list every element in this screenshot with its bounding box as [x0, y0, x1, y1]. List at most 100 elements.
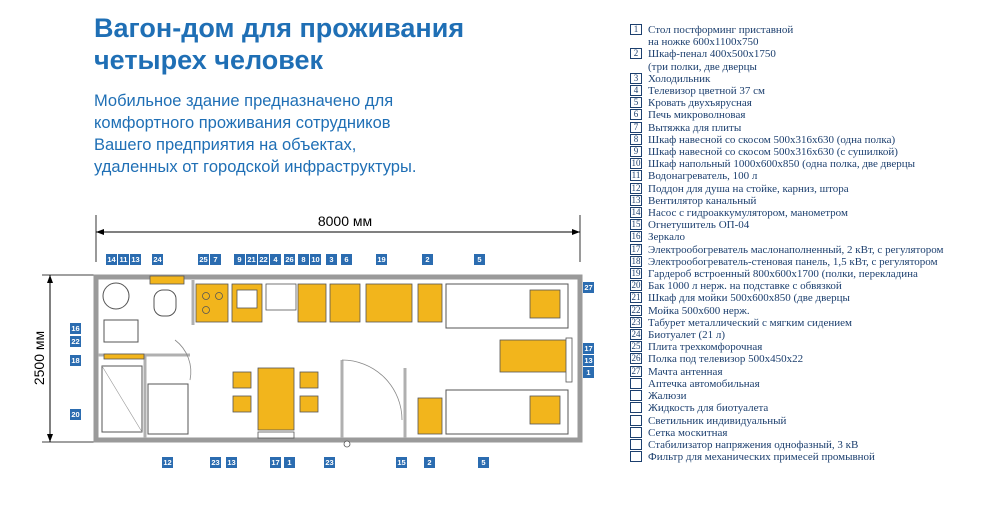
- legend-text: Сетка москитная: [648, 426, 728, 439]
- stool: [299, 371, 319, 389]
- legend-item: Стабилизатор напряжения однофазный, 3 кВ: [630, 438, 990, 451]
- sink: [236, 289, 258, 309]
- legend-number-box: 26: [630, 353, 642, 365]
- callout-tag-20: 20: [70, 409, 81, 420]
- legend-text: Светильник индивидуальный: [648, 414, 787, 427]
- legend-item: 22 Мойка 500x600 нерж.: [630, 304, 990, 317]
- callout-tag-2: 2: [422, 254, 433, 265]
- fridge: [329, 283, 361, 323]
- legend-number-box: 11: [630, 170, 642, 182]
- legend-number-box: 2: [630, 48, 642, 60]
- svg-text:24: 24: [153, 255, 162, 264]
- svg-text:23: 23: [325, 458, 333, 467]
- width-dimension: 2500 мм: [31, 274, 98, 443]
- dining-table: [257, 367, 295, 431]
- svg-text:21: 21: [247, 255, 255, 264]
- legend-number-box: 6: [630, 109, 642, 121]
- legend-text: Водонагреватель, 100 л: [648, 170, 758, 183]
- svg-text:25: 25: [199, 255, 207, 264]
- callout-tag-24: 24: [152, 254, 163, 265]
- legend-text: Гардероб встроенный 800x600x1700 (полки,…: [648, 268, 918, 281]
- legend-item: 19 Гардероб встроенный 800x600x1700 (полк…: [630, 268, 990, 280]
- intro-line-1: Мобильное здание предназначено для: [94, 92, 394, 110]
- legend-number-box: [630, 390, 642, 402]
- legend-number-box: 17: [630, 243, 642, 255]
- stool: [232, 371, 252, 389]
- legend-text: Шкаф навесной со скосом 500x316x630 (одн…: [648, 133, 896, 146]
- callout-tag-5: 5: [474, 254, 485, 265]
- title-line-2: четырех человек: [94, 45, 324, 75]
- legend-text: Поддон для душа на стойке, карниз, штора: [648, 182, 849, 195]
- callout-tag-23: 23: [210, 457, 221, 468]
- svg-text:10: 10: [311, 255, 319, 264]
- legend-text: Шкаф напольный 1000x600x850 (одна полка,…: [648, 158, 916, 171]
- callout-tag-14: 14: [106, 254, 117, 265]
- page-title: Вагон-дом для проживания четырех человек: [94, 12, 514, 76]
- legend-text: Стабилизатор напряжения однофазный, 3 кВ: [648, 438, 859, 451]
- length-dimension: 8000 мм: [95, 213, 581, 262]
- legend-text: Мойка 500x600 нерж.: [648, 304, 750, 317]
- legend-number-box: 22: [630, 304, 642, 316]
- callout-tag-15: 15: [396, 457, 407, 468]
- callout-tag-26: 26: [284, 254, 295, 265]
- callout-tag-23: 23: [324, 457, 335, 468]
- callout-tag-4: 4: [270, 254, 281, 265]
- side-table: [499, 339, 569, 373]
- svg-text:27: 27: [584, 283, 592, 292]
- legend-item: 9 Шкаф навесной со скосом 500x316x630 (с …: [630, 146, 990, 158]
- legend-number-box: [630, 438, 642, 450]
- callout-tag-1: 1: [583, 367, 594, 378]
- legend-number-box: 19: [630, 268, 642, 280]
- legend-item: Светильник индивидуальный: [630, 414, 990, 427]
- legend-item: 11 Водонагреватель, 100 л: [630, 170, 990, 182]
- legend-number-box: [630, 426, 642, 438]
- callout-tag-8: 8: [298, 254, 309, 265]
- legend-text: Насос с гидроаккумулятором, манометром: [648, 207, 848, 220]
- svg-text:11: 11: [120, 255, 128, 264]
- svg-text:23: 23: [211, 458, 219, 467]
- callout-tag-3: 3: [326, 254, 337, 265]
- legend-item: Аптечка автомобильная: [630, 377, 990, 390]
- legend-number-box: 25: [630, 341, 642, 353]
- callout-tag-1: 1: [284, 457, 295, 468]
- callout-tag-7: 7: [210, 254, 221, 265]
- legend-text: Стол постформинг приставной на ножке 600…: [648, 24, 794, 49]
- legend-number-box: [630, 377, 642, 389]
- svg-text:6: 6: [344, 255, 348, 264]
- svg-text:1: 1: [287, 458, 291, 467]
- legend-number-box: 15: [630, 219, 642, 231]
- door-arc: [174, 339, 192, 381]
- intro-line-3: Вашего предприятия на объектах,: [94, 136, 357, 154]
- callout-tag-12: 12: [162, 457, 173, 468]
- legend-number-box: 9: [630, 146, 642, 158]
- svg-text:2: 2: [425, 255, 429, 264]
- svg-text:18: 18: [71, 356, 79, 365]
- water-heater: [102, 282, 130, 310]
- callout-tag-11: 11: [118, 254, 129, 265]
- legend-text: Зеркало: [648, 231, 686, 244]
- callout-tag-6: 6: [341, 254, 352, 265]
- svg-text:13: 13: [584, 356, 592, 365]
- legend-text: Аптечка автомобильная: [648, 377, 760, 390]
- floor-plan: 8000 мм 2500 мм: [31, 213, 594, 468]
- oil-heater-right: [565, 337, 573, 383]
- legend-text: Шкаф навесной со скосом 500x316x630 (с с…: [648, 146, 898, 159]
- legend-number-box: 4: [630, 85, 642, 97]
- wardrobe: [365, 283, 413, 323]
- legend-number-box: 10: [630, 158, 642, 170]
- callout-tag-2: 2: [424, 457, 435, 468]
- callout-tag-19: 19: [376, 254, 387, 265]
- legend-text: Биотуалет (21 л): [648, 329, 726, 342]
- svg-text:15: 15: [397, 458, 405, 467]
- svg-text:3: 3: [329, 255, 333, 264]
- callout-tag-17: 17: [583, 343, 594, 354]
